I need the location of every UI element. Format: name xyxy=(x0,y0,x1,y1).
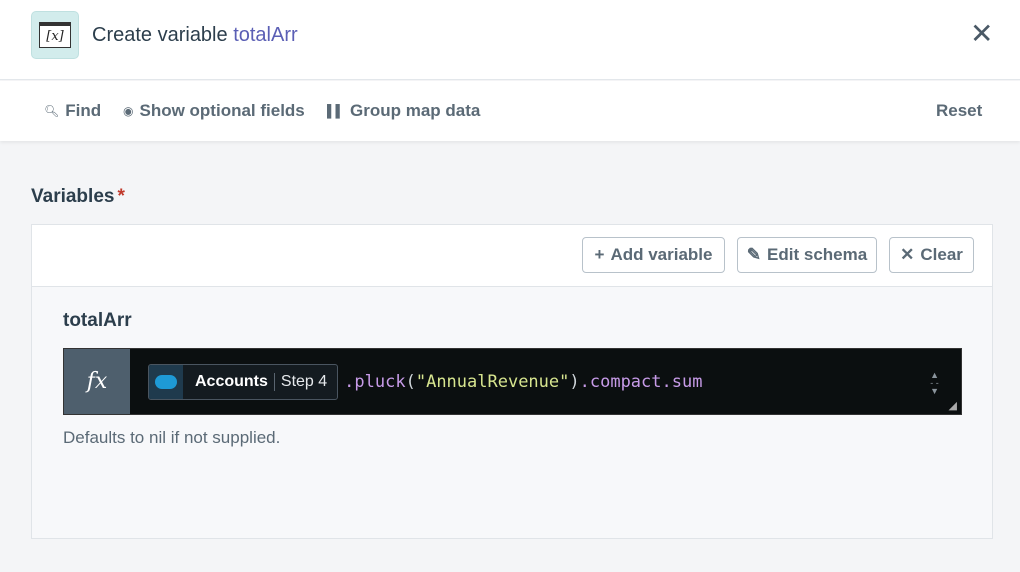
required-mark: * xyxy=(117,186,125,207)
group-map-data-button[interactable]: ▌▌Group map data xyxy=(327,101,481,120)
add-variable-button[interactable]: +Add variable xyxy=(582,237,725,273)
formula-expression: .pluck("AnnualRevenue").compact.sum xyxy=(344,371,703,392)
field-hint: Defaults to nil if not supplied. xyxy=(63,428,281,447)
variable-icon: [x] xyxy=(31,11,79,59)
edit-schema-button[interactable]: ✎Edit schema xyxy=(737,237,877,273)
header: [x] Create variable totalArr ✕ xyxy=(0,0,1020,80)
pencil-icon: ✎ xyxy=(746,245,762,264)
formula-input[interactable]: fx Accounts Step 4 .pluck("AnnualRevenue… xyxy=(63,348,962,415)
close-icon[interactable]: ✕ xyxy=(970,18,994,49)
toolbar: 🔍︎Find ◉Show optional fields ▌▌Group map… xyxy=(0,81,1020,141)
variable-name: totalArr xyxy=(233,24,298,46)
panel-actions: +Add variable ✎Edit schema ✕Clear xyxy=(32,225,992,287)
show-optional-fields-button[interactable]: ◉Show optional fields xyxy=(123,101,305,120)
resize-handle-icon[interactable]: ◢ xyxy=(948,400,957,412)
field-label: totalArr xyxy=(63,310,132,331)
x-icon: ✕ xyxy=(900,245,915,264)
clear-button[interactable]: ✕Clear xyxy=(889,237,974,273)
plus-icon: + xyxy=(594,245,605,264)
formula-code[interactable]: Accounts Step 4 .pluck("AnnualRevenue").… xyxy=(130,349,961,414)
eye-icon: ◉ xyxy=(123,104,134,118)
reset-button[interactable]: Reset xyxy=(936,101,983,120)
variables-panel: +Add variable ✎Edit schema ✕Clear totalA… xyxy=(31,224,993,539)
find-button[interactable]: 🔍︎Find xyxy=(44,101,102,120)
page-title: Create variable totalArr xyxy=(92,24,298,46)
salesforce-icon xyxy=(149,364,183,399)
group-icon: ▌▌ xyxy=(327,104,345,118)
section-label: Variables* xyxy=(31,186,125,207)
search-icon: 🔍︎ xyxy=(44,104,60,118)
datapill[interactable]: Accounts Step 4 xyxy=(148,363,339,400)
expand-icon[interactable]: ▲- -▼ xyxy=(930,370,939,396)
formula-mode-icon[interactable]: fx xyxy=(64,349,130,414)
